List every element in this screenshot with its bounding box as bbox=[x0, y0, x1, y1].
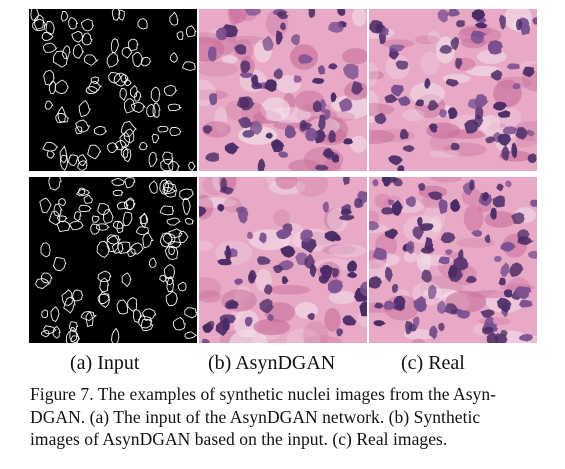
synthetic-tissue-image-top bbox=[199, 9, 367, 171]
synthetic-tissue-panel-bottom bbox=[199, 177, 367, 343]
real-tissue-image-top bbox=[369, 9, 537, 171]
synthetic-tissue-panel-top bbox=[199, 9, 367, 171]
figure-grid bbox=[29, 9, 537, 343]
column-label-real: (c) Real bbox=[401, 352, 465, 374]
column-label-input: (a) Input bbox=[70, 352, 140, 374]
caption-line-2: DGAN. (a) The input of the AsynDGAN netw… bbox=[30, 406, 481, 427]
figure-caption: Figure 7. The examples of synthetic nucl… bbox=[30, 383, 550, 451]
real-tissue-image-bottom bbox=[369, 177, 537, 343]
input-mask-image-top bbox=[29, 9, 197, 171]
input-mask-panel-bottom bbox=[29, 177, 197, 343]
real-tissue-panel-bottom bbox=[369, 177, 537, 343]
caption-line-1: Figure 7. The examples of synthetic nucl… bbox=[30, 384, 497, 404]
input-mask-panel-top bbox=[29, 9, 197, 171]
synthetic-tissue-image-bottom bbox=[199, 177, 367, 343]
real-tissue-panel-top bbox=[369, 9, 537, 171]
column-label-asyndgan: (b) AsynDGAN bbox=[208, 352, 336, 374]
caption-line-3: images of AsynDGAN based on the input. (… bbox=[30, 429, 448, 449]
input-mask-image-bottom bbox=[29, 177, 197, 343]
